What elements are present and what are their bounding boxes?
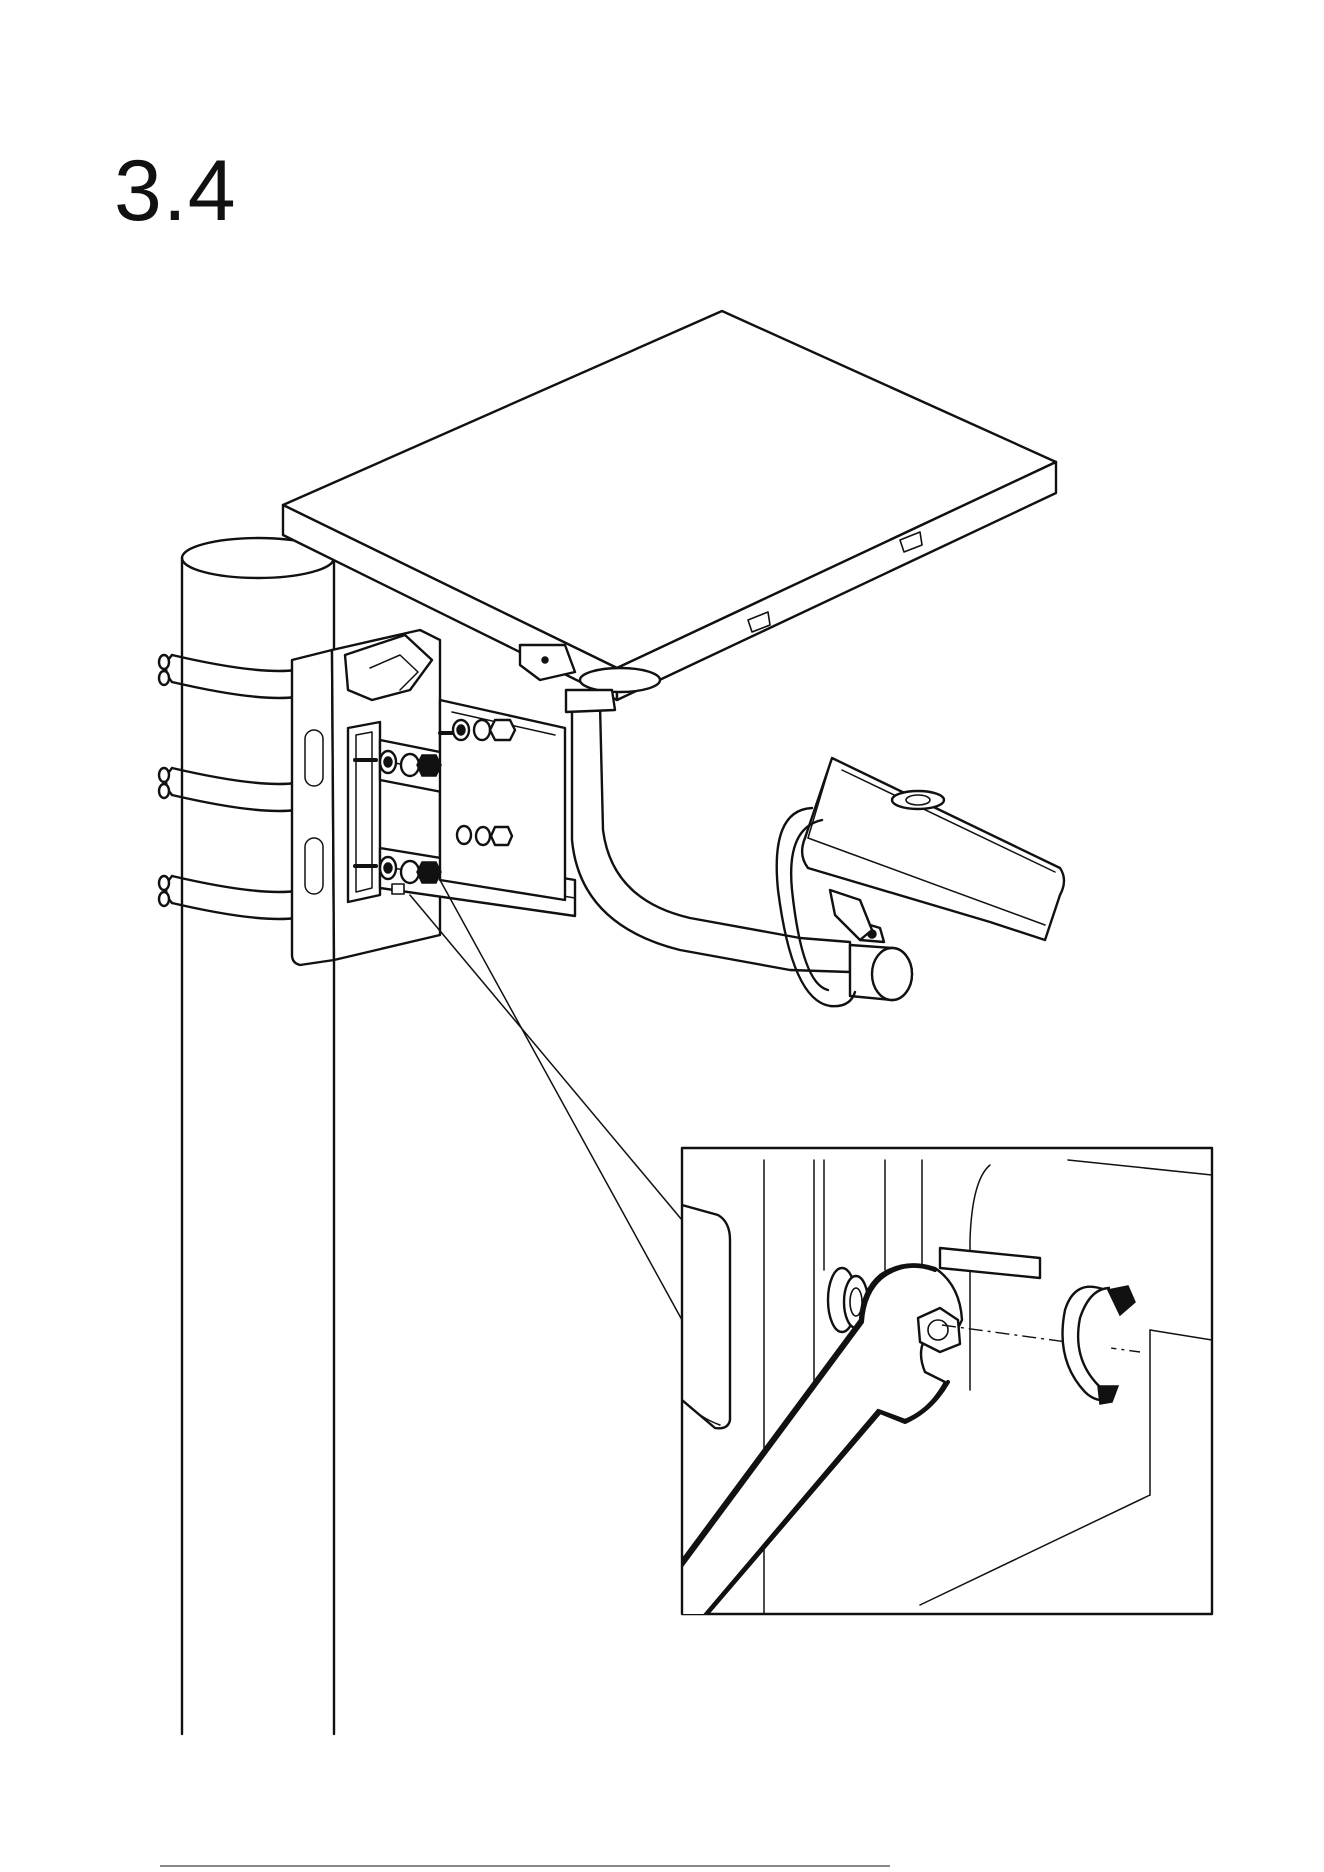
detail-callout-lines: [410, 880, 682, 1320]
lower-upper-bolt-row: [457, 826, 512, 845]
pole-bracket: [292, 630, 440, 965]
pole-clamp-bands: [159, 655, 296, 919]
band-bolt-icon: [159, 655, 169, 906]
detail-inset: [682, 1148, 1212, 1622]
